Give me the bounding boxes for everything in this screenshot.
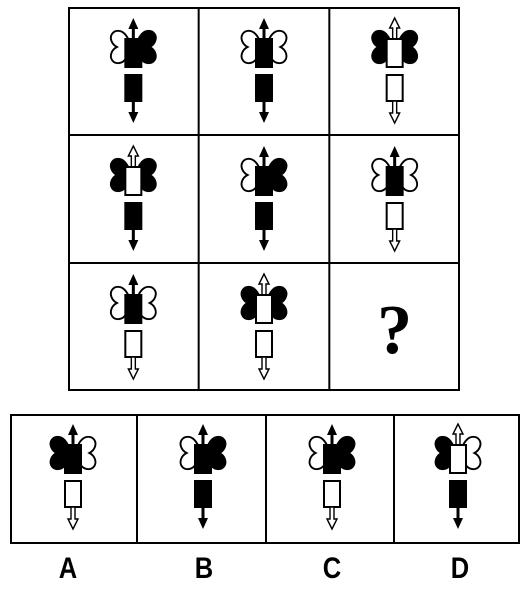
cell-r3c2-bottom-arrow-icon [259, 357, 269, 379]
cell-r1c2-bottom-box [256, 75, 272, 101]
cell-r1c3-figure [372, 18, 417, 123]
cell-r3c1-bottom-arrow-icon [128, 357, 138, 379]
option-label-b[interactable]: B [179, 552, 230, 586]
option-d-top-arrow-icon [453, 424, 463, 445]
cell-r1c3-top-arrow-icon [390, 18, 400, 39]
cell-r1c3-top-box [387, 39, 403, 67]
cell-r2c3-top-arrow-icon [390, 146, 400, 157]
cell-r1c3-bottom-box [387, 75, 403, 101]
cell-r2c1-top-arrow-icon [128, 146, 138, 167]
option-b-bottom-arrow-icon [198, 518, 208, 529]
option-c[interactable] [310, 424, 355, 529]
cell-r1c2-bottom-arrow-icon [259, 112, 269, 123]
question-mark: ? [377, 292, 412, 369]
cell-r2c3-figure [372, 146, 417, 251]
option-d[interactable] [436, 424, 481, 529]
cell-r2c1-figure [111, 146, 156, 251]
cell-r3c2-top-box [256, 295, 272, 323]
cell-r2c2-top-box [256, 167, 272, 195]
puzzle-grid: ? [68, 7, 460, 391]
cell-r1c2-figure [242, 18, 287, 123]
cell-r3c2-figure [242, 274, 287, 379]
option-a-bottom-arrow-icon [68, 507, 78, 529]
cell-r2c3-top-box [387, 167, 403, 195]
option-label-a[interactable]: A [43, 552, 94, 586]
cell-r1c1-bottom-arrow-icon [128, 112, 138, 123]
cell-r2c2-top-arrow-icon [259, 146, 269, 157]
cell-r1c2-top-box [256, 39, 272, 67]
option-b-bottom-box [195, 481, 211, 507]
cell-r2c1-bottom-box [125, 203, 141, 229]
cell-r2c3-bottom-arrow-icon [390, 229, 400, 251]
option-d-bottom-arrow-icon [453, 518, 463, 529]
cell-r2c2-bottom-box [256, 203, 272, 229]
option-d-top-box [450, 445, 466, 473]
cell-r1c2-top-arrow-icon [259, 18, 269, 29]
option-b-top-box [195, 445, 211, 473]
option-a-top-box [65, 445, 81, 473]
cell-r2c2-bottom-arrow-icon [259, 240, 269, 251]
option-d-figure [436, 424, 481, 529]
cell-r3c1-top-arrow-icon [128, 274, 138, 285]
answer-options [10, 414, 520, 544]
option-a-figure [51, 424, 96, 529]
cell-r3c2-bottom-box [256, 331, 272, 357]
option-a-top-arrow-icon [68, 424, 78, 435]
cell-r2c3-bottom-box [387, 203, 403, 229]
option-d-bottom-box [450, 481, 466, 507]
option-b[interactable] [181, 424, 226, 529]
cell-r3c1-bottom-box [125, 331, 141, 357]
option-label-c[interactable]: C [307, 552, 358, 586]
cell-r2c2-figure [242, 146, 287, 251]
cell-r1c1-figure [111, 18, 156, 123]
option-b-figure [181, 424, 226, 529]
cell-r1c1-bottom-box [125, 75, 141, 101]
cell-r3c1-figure [111, 274, 156, 379]
cell-r1c1-top-box [125, 39, 141, 67]
cell-r1c1-top-arrow-icon [128, 18, 138, 29]
cell-r1c3-bottom-arrow-icon [390, 101, 400, 123]
cell-r3c1-top-box [125, 295, 141, 323]
cell-r2c1-bottom-arrow-icon [128, 240, 138, 251]
option-c-top-box [324, 445, 340, 473]
cell-r2c1-top-box [125, 167, 141, 195]
option-a[interactable] [51, 424, 96, 529]
option-c-bottom-box [324, 481, 340, 507]
option-c-top-arrow-icon [327, 424, 337, 435]
option-label-d[interactable]: D [435, 552, 486, 586]
option-b-top-arrow-icon [198, 424, 208, 435]
cell-r3c2-top-arrow-icon [259, 274, 269, 295]
option-c-figure [310, 424, 355, 529]
option-a-bottom-box [65, 481, 81, 507]
option-c-bottom-arrow-icon [327, 507, 337, 529]
